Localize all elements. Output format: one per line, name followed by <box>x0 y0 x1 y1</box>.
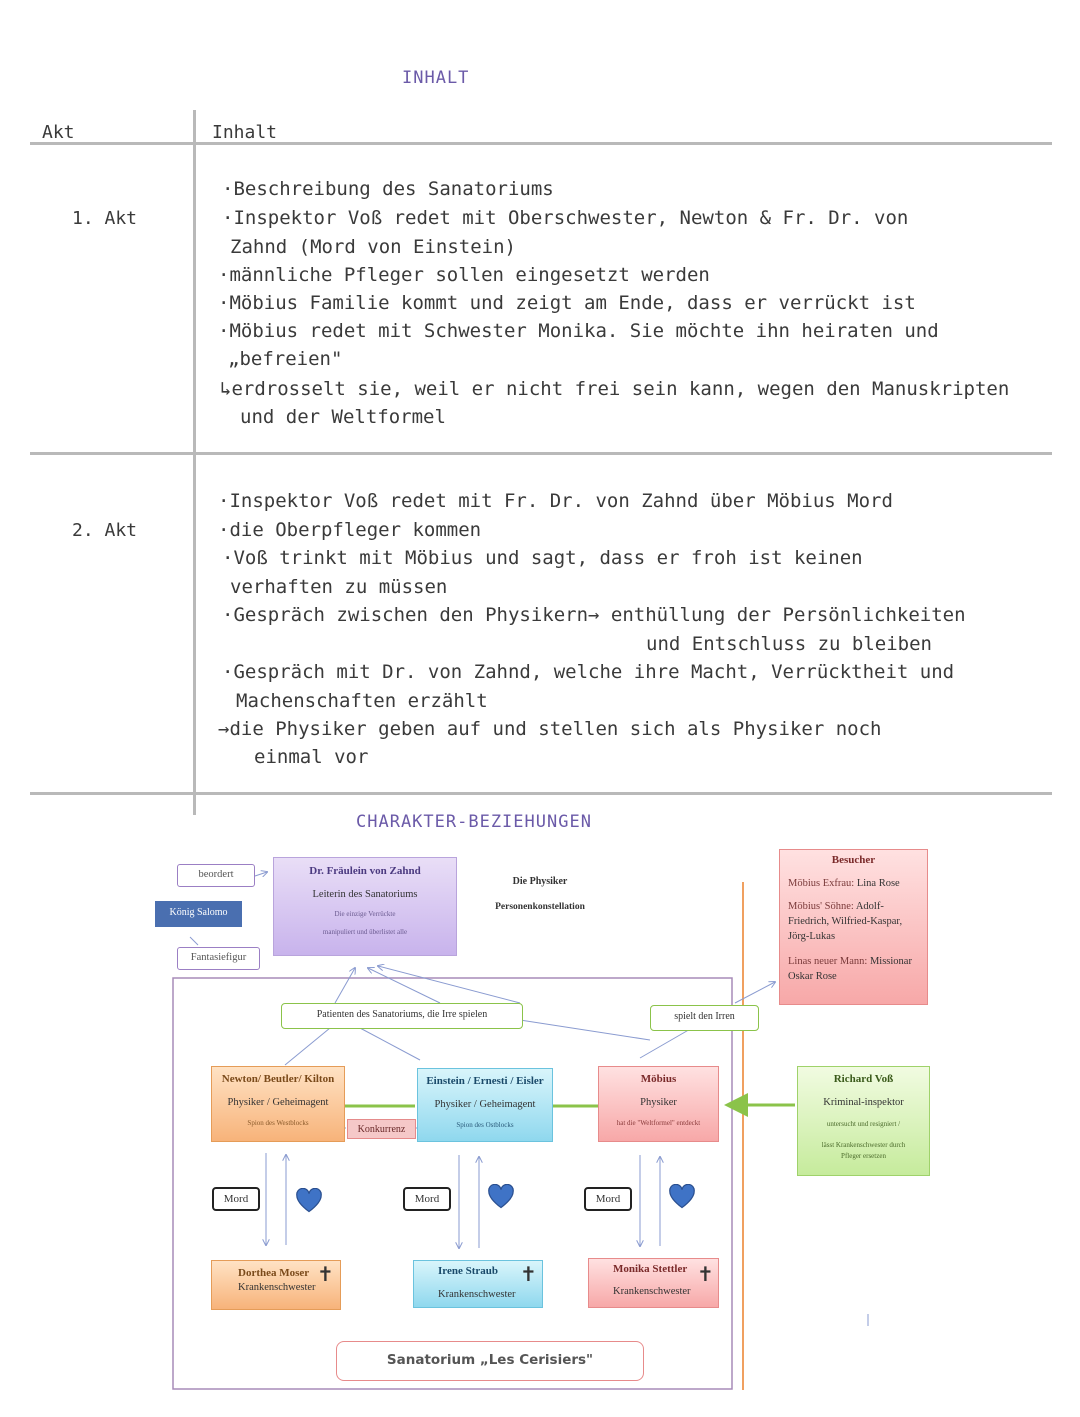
konkurrenz-label: Konkurrenz <box>347 1119 416 1139</box>
akt-1-line: ·Möbius Familie kommt und zeigt am Ende,… <box>218 292 916 314</box>
akt-1-line: ·männliche Pfleger sollen eingesetzt wer… <box>218 264 710 286</box>
newton-note: Spion des Westblocks <box>247 1119 309 1127</box>
akt-1-line: ·Beschreibung des Sanatoriums <box>222 178 554 200</box>
einstein-note: Spion des Ostblocks <box>456 1121 514 1129</box>
besucher-line: Möbius' Söhne: Adolf-Friedrich, Wilfried… <box>788 901 903 942</box>
monika-name: Monika Stettler <box>613 1263 688 1275</box>
diagram-subtitle: Personenkonstellation <box>495 902 585 912</box>
akt-2-line: Machenschaften erzählt <box>236 690 488 712</box>
spielt-den-irren-label: spielt den Irren <box>650 1005 759 1031</box>
akt-2-line: und Entschluss zu bleiben <box>646 633 932 655</box>
einstein-box: Einstein / Ernesti / Eisler Physiker / G… <box>417 1068 553 1142</box>
akt-2-line: ·Voß trinkt mit Möbius und sagt, dass er… <box>222 547 863 569</box>
akt-1-line: und der Weltformel <box>240 406 446 428</box>
akt-2-line: ·Gespräch mit Dr. von Zahnd, welche ihre… <box>222 661 955 683</box>
akt-1-line: Zahnd (Mord von Einstein) <box>230 236 516 258</box>
akt-1-line: ·Inspektor Voß redet mit Oberschwester, … <box>222 207 909 229</box>
diagram-title: Die Physiker <box>512 876 568 887</box>
besucher-box: Besucher Möbius Exfrau: Lina Rose Möbius… <box>779 849 928 1005</box>
akt-2-line: ·Gespräch zwischen den Physikern→ enthül… <box>222 604 966 626</box>
zahnd-note: Die einzige Verrückte <box>334 910 396 918</box>
irene-box: Irene Straub Krankenschwester <box>413 1260 543 1308</box>
cross-icon: ✝ <box>697 1262 714 1286</box>
besucher-line: Möbius Exfrau: Lina Rose <box>788 878 900 889</box>
voss-role: Kriminal-inspektor <box>823 1097 904 1108</box>
patienten-label: Patienten des Sanatoriums, die Irre spie… <box>281 1003 523 1029</box>
dorthea-name: Dorthea Moser <box>238 1267 310 1279</box>
table-row-divider <box>30 452 1052 455</box>
cross-icon: ✝ <box>317 1262 334 1286</box>
akt-1-line: „befreien" <box>228 348 343 370</box>
column-header-akt: Akt <box>42 122 75 143</box>
voss-note: untersucht und resigniert / <box>826 1120 901 1128</box>
newton-role: Physiker / Geheimagent <box>227 1097 329 1108</box>
besucher-line: Linas neuer Mann: Missionar Oskar Rose <box>788 956 912 982</box>
akt-2-line: ·Inspektor Voß redet mit Fr. Dr. von Zah… <box>218 490 893 512</box>
zahnd-note: manipuliert und überlistet alle <box>322 928 408 936</box>
voss-name: Richard Voß <box>833 1073 894 1085</box>
table-column-divider <box>193 110 196 815</box>
monika-box: Monika Stettler Krankenschwester <box>588 1258 719 1308</box>
cross-icon: ✝ <box>520 1262 537 1286</box>
akt-2-line: verhaften zu müssen <box>230 576 448 598</box>
voss-note: lässt Krankenschwester durch Pfleger ers… <box>821 1141 906 1160</box>
heart-icon <box>296 1188 322 1213</box>
mord-label: Mord <box>584 1187 632 1211</box>
akt-2-line: einmal vor <box>254 746 369 768</box>
besucher-title: Besucher <box>831 854 876 866</box>
mord-label: Mord <box>212 1187 260 1211</box>
beordert-label: beordert <box>177 864 255 887</box>
dorthea-role: Krankenschwester <box>238 1282 316 1293</box>
table-header-line <box>30 142 1052 145</box>
zahnd-name: Dr. Fräulein von Zahnd <box>309 865 421 877</box>
moebius-note: hat die "Weltformel" entdeckt <box>616 1119 701 1127</box>
moebius-name: Möbius <box>640 1073 677 1085</box>
irene-role: Krankenschwester <box>438 1289 516 1300</box>
irene-name: Irene Straub <box>438 1265 498 1277</box>
inhalt-title: INHALT <box>402 68 470 88</box>
fantasiefigur-label: Fantasiefigur <box>177 947 260 970</box>
einstein-name: Einstein / Ernesti / Eisler <box>426 1075 544 1087</box>
akt-1-line: ·Möbius redet mit Schwester Monika. Sie … <box>218 320 939 342</box>
zahnd-role: Leiterin des Sanatoriums <box>312 889 418 900</box>
mord-label: Mord <box>403 1187 451 1211</box>
einstein-role: Physiker / Geheimagent <box>434 1099 536 1110</box>
voss-box: Richard Voß Kriminal-inspektor untersuch… <box>797 1066 930 1176</box>
zahnd-box: Dr. Fräulein von Zahnd Leiterin des Sana… <box>273 857 457 956</box>
moebius-box: Möbius Physiker hat die "Weltformel" ent… <box>598 1066 719 1142</box>
dorthea-box: Dorthea Moser Krankenschwester <box>211 1260 341 1310</box>
column-header-inhalt: Inhalt <box>212 122 278 143</box>
akt-2-label: 2. Akt <box>72 520 138 541</box>
heart-icon <box>669 1184 695 1209</box>
moebius-role: Physiker <box>640 1097 677 1108</box>
akt-2-line: ·die Oberpfleger kommen <box>218 519 482 541</box>
sanatorium-label: Sanatorium „Les Cerisiers" <box>336 1341 644 1381</box>
table-bottom-line <box>30 792 1052 795</box>
newton-box: Newton/ Beutler/ Kilton Physiker / Gehei… <box>211 1066 345 1142</box>
akt-1-label: 1. Akt <box>72 208 138 229</box>
newton-name: Newton/ Beutler/ Kilton <box>221 1073 335 1085</box>
akt-2-line: →die Physiker geben auf und stellen sich… <box>218 718 882 740</box>
charakter-title: CHARAKTER-BEZIEHUNGEN <box>356 812 592 832</box>
koenig-salomo-box: König Salomo <box>155 901 242 927</box>
heart-icon <box>488 1184 514 1209</box>
akt-1-line: ↳erdrosselt sie, weil er nicht frei sein… <box>220 378 1010 400</box>
monika-role: Krankenschwester <box>613 1286 691 1297</box>
